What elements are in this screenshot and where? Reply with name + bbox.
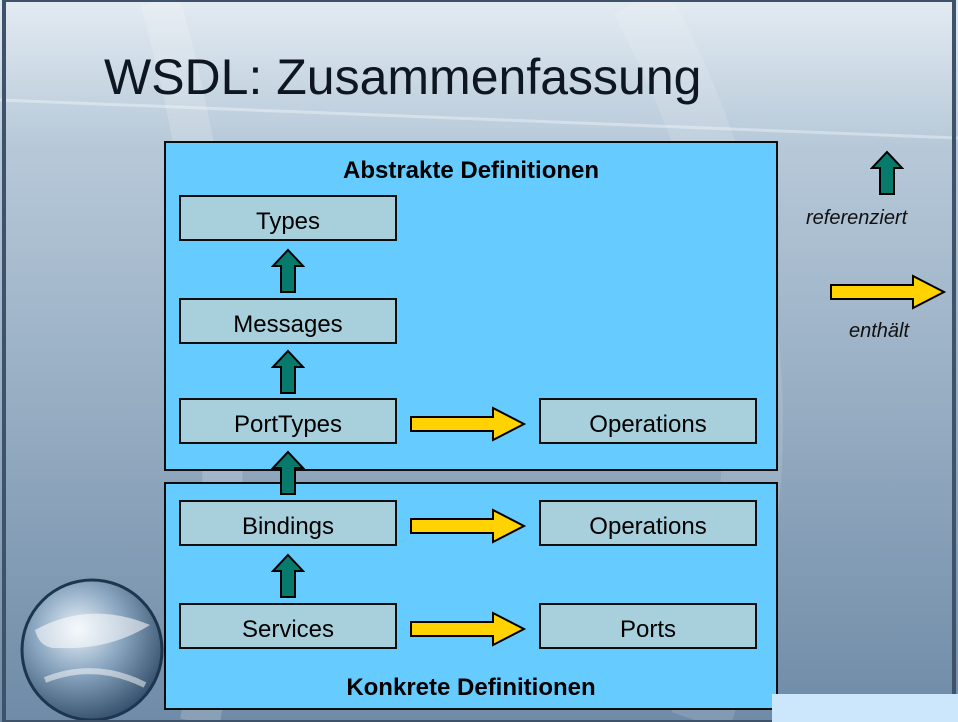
porttypes-box: PortTypes xyxy=(179,398,397,444)
legend-right-arrow-icon xyxy=(830,274,947,310)
up-arrow-icon xyxy=(271,450,305,495)
legend-contains-label: enthält xyxy=(849,320,910,342)
up-arrow-icon xyxy=(271,349,305,394)
right-arrow-icon xyxy=(410,508,527,544)
corner-highlight xyxy=(772,694,958,722)
legend-references-label: referenziert xyxy=(806,207,908,229)
bindings-box: Bindings xyxy=(179,500,397,546)
abstract-panel-title: Abstrakte Definitionen xyxy=(342,157,600,184)
globe-logo xyxy=(20,578,164,722)
operations-box-abstract: Operations xyxy=(539,398,757,444)
right-arrow-icon xyxy=(410,611,527,647)
ports-box: Ports xyxy=(539,603,757,649)
right-arrow-icon xyxy=(410,406,527,442)
messages-box: Messages xyxy=(179,298,397,344)
operations-box-concrete: Operations xyxy=(539,500,757,546)
legend-up-arrow-icon xyxy=(870,150,904,195)
services-box: Services xyxy=(179,603,397,649)
up-arrow-icon xyxy=(271,553,305,598)
concrete-panel-title: Konkrete Definitionen xyxy=(346,674,596,701)
types-box: Types xyxy=(179,195,397,241)
page-title: WSDL: Zusammenfassung xyxy=(104,49,702,105)
up-arrow-icon xyxy=(271,248,305,293)
